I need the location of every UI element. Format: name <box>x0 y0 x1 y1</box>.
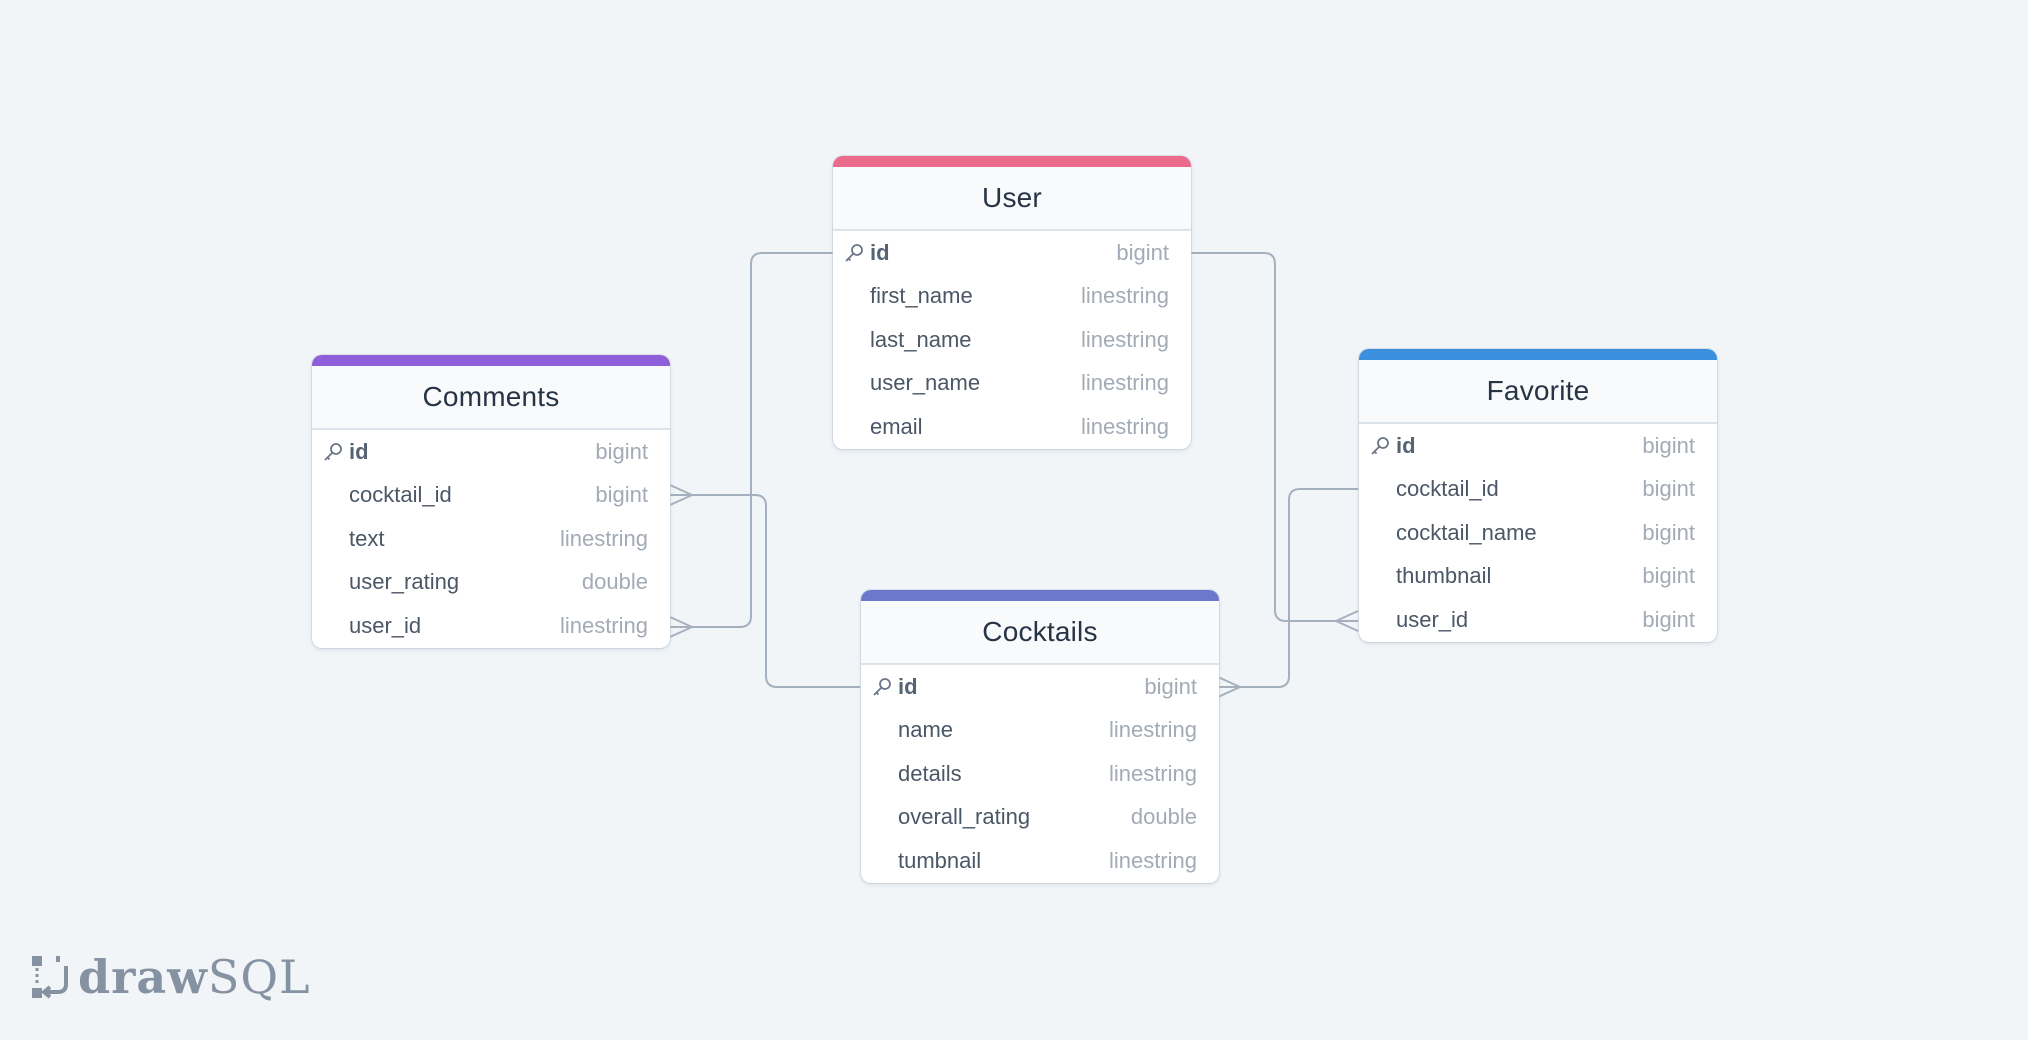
column-row-overall-rating[interactable]: overall_rating double <box>861 796 1219 840</box>
column-row-text[interactable]: text linestring <box>312 517 670 561</box>
column-row-first-name[interactable]: first_name linestring <box>833 275 1191 319</box>
column-row-cocktail-id[interactable]: cocktail_id bigint <box>312 474 670 518</box>
table-user[interactable]: User id bigint first_name linestring las… <box>833 156 1191 449</box>
drawsql-logo-text: drawSQL <box>78 950 311 1004</box>
column-row-last-name[interactable]: last_name linestring <box>833 318 1191 362</box>
table-accent-bar <box>833 156 1191 167</box>
table-title: Cocktails <box>861 601 1219 665</box>
column-row-user-name[interactable]: user_name linestring <box>833 362 1191 406</box>
column-name: cocktail_name <box>1396 519 1537 545</box>
column-type: bigint <box>595 482 648 508</box>
column-name: cocktail_id <box>349 482 452 508</box>
column-name: last_name <box>870 326 972 352</box>
column-type: bigint <box>1642 563 1695 589</box>
column-name: user_id <box>349 612 422 638</box>
column-type: bigint <box>1642 519 1695 545</box>
column-type: bigint <box>1642 476 1695 502</box>
key-icon <box>324 442 342 461</box>
column-type: bigint <box>1642 606 1695 632</box>
table-accent-bar <box>312 355 670 366</box>
column-name: text <box>349 525 385 551</box>
column-row-email[interactable]: email linestring <box>833 405 1191 449</box>
column-type: linestring <box>1080 326 1169 352</box>
table-title: Favorite <box>1359 360 1717 424</box>
column-type: linestring <box>559 612 648 638</box>
key-icon <box>845 243 863 262</box>
crowfoot-favorite-user-id <box>1335 610 1359 632</box>
crowfoot-comments-user-id <box>669 616 693 638</box>
column-type: linestring <box>1080 413 1169 439</box>
crowfoot-comments-cocktail-id <box>669 484 693 506</box>
column-name: id <box>1396 432 1416 458</box>
relation-user-id-to-comments-user-id[interactable] <box>670 252 833 628</box>
column-row-tumbnail[interactable]: tumbnail linestring <box>861 839 1219 883</box>
column-name: email <box>870 413 923 439</box>
column-type: linestring <box>559 525 648 551</box>
column-row-cocktail-name[interactable]: cocktail_name bigint <box>1359 511 1717 555</box>
drawsql-logo: drawSQL <box>30 950 311 1004</box>
crowfoot-cocktails-id <box>1217 676 1241 698</box>
table-comments[interactable]: Comments id bigint cocktail_id bigint te… <box>312 355 670 648</box>
column-name: user_id <box>1396 606 1469 632</box>
column-row-user-id[interactable]: user_id bigint <box>1359 598 1717 642</box>
column-name: id <box>870 239 890 265</box>
key-icon <box>1371 436 1389 455</box>
table-accent-bar <box>861 590 1219 601</box>
column-name: tumbnail <box>898 847 982 873</box>
column-name: user_rating <box>349 569 460 595</box>
column-type: double <box>581 569 648 595</box>
column-row-name[interactable]: name linestring <box>861 709 1219 753</box>
column-type: double <box>1130 804 1197 830</box>
column-name: id <box>349 438 369 464</box>
column-row-user-id[interactable]: user_id linestring <box>312 604 670 648</box>
column-type: linestring <box>1080 283 1169 309</box>
relation-cocktails-id-to-comments-cocktail-id[interactable] <box>670 494 860 688</box>
column-type: linestring <box>1108 717 1197 743</box>
column-type: linestring <box>1108 847 1197 873</box>
column-type: linestring <box>1080 370 1169 396</box>
column-type: bigint <box>1642 432 1695 458</box>
table-favorite[interactable]: Favorite id bigint cocktail_id bigint co… <box>1359 349 1717 642</box>
column-row-id[interactable]: id bigint <box>833 231 1191 275</box>
column-row-thumbnail[interactable]: thumbnail bigint <box>1359 555 1717 599</box>
column-row-id[interactable]: id bigint <box>861 665 1219 709</box>
column-row-cocktail-id[interactable]: cocktail_id bigint <box>1359 468 1717 512</box>
column-name: thumbnail <box>1396 563 1492 589</box>
key-icon <box>873 677 891 696</box>
logo-text-sql: SQL <box>207 950 311 1004</box>
table-accent-bar <box>1359 349 1717 360</box>
relation-user-id-to-favorite-user-id[interactable] <box>1191 252 1358 622</box>
column-name: id <box>898 673 918 699</box>
column-type: bigint <box>1116 239 1169 265</box>
column-name: name <box>898 717 954 743</box>
column-name: overall_rating <box>898 804 1031 830</box>
column-row-details[interactable]: details linestring <box>861 752 1219 796</box>
logo-text-draw: draw <box>78 950 208 1004</box>
table-title: User <box>833 167 1191 231</box>
relation-favorite-cocktail-id-to-cocktails-id[interactable] <box>1218 488 1358 688</box>
column-type: linestring <box>1108 760 1197 786</box>
column-row-id[interactable]: id bigint <box>1359 424 1717 468</box>
column-type: bigint <box>1144 673 1197 699</box>
table-title: Comments <box>312 366 670 430</box>
drawsql-logo-icon <box>32 956 68 999</box>
column-row-id[interactable]: id bigint <box>312 430 670 474</box>
table-cocktails[interactable]: Cocktails id bigint name linestring deta… <box>861 590 1219 883</box>
column-row-user-rating[interactable]: user_rating double <box>312 561 670 605</box>
column-name: details <box>898 760 962 786</box>
column-name: cocktail_id <box>1396 476 1499 502</box>
column-name: first_name <box>870 283 973 309</box>
column-type: bigint <box>595 438 648 464</box>
column-name: user_name <box>870 370 981 396</box>
